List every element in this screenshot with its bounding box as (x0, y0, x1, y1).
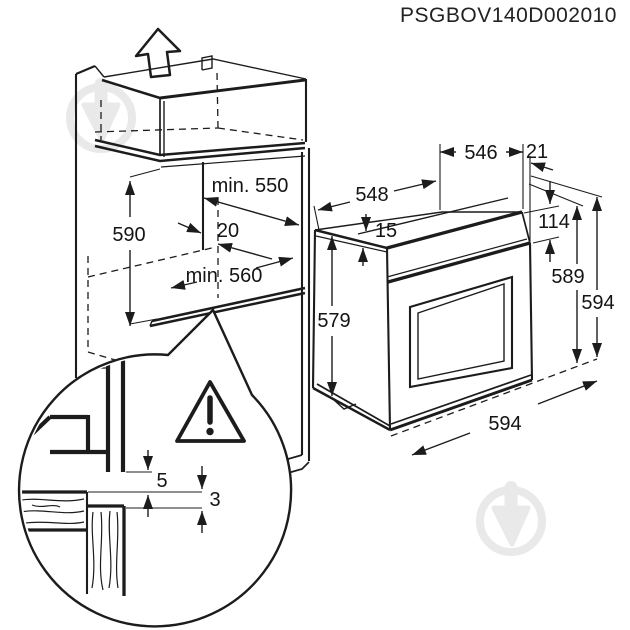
drawing-title: PSGBOV140D002010 (400, 4, 617, 27)
up-arrow-icon (134, 27, 182, 79)
dim-door-thickness: 21 (526, 141, 548, 163)
cabinet-dimensions: 590 min. 550 20 min. 560 (112, 168, 300, 326)
dim-body-depth: 546 (464, 142, 497, 164)
oven-drawing (311, 197, 534, 432)
dim-rear-gap: 20 (217, 220, 239, 242)
dim-niche-width: min. 560 (186, 265, 263, 287)
dim-height-total: 594 (581, 292, 614, 314)
warning-triangle-icon (175, 380, 246, 443)
detail-callout: 5 3 (17, 307, 293, 628)
dim-panel-height: 114 (538, 211, 570, 233)
cabinet-drawing (74, 27, 311, 475)
dim-height-front: 579 (317, 310, 350, 332)
dim-bottom-width: 594 (488, 413, 521, 435)
dim-top-width: 548 (355, 184, 388, 206)
dim-top-recess: 15 (375, 220, 397, 242)
dim-niche-depth: min. 550 (212, 175, 289, 197)
dim-height-rear: 589 (551, 266, 584, 288)
dim-gap-bottom: 3 (209, 489, 220, 511)
watermark-logo-icon (476, 481, 546, 556)
dim-niche-height: 590 (112, 224, 145, 246)
oven-dimensions: 548 546 21 15 114 589 594 579 (313, 141, 615, 456)
dim-gap-top: 5 (156, 470, 167, 492)
oven-door-window (408, 275, 514, 389)
